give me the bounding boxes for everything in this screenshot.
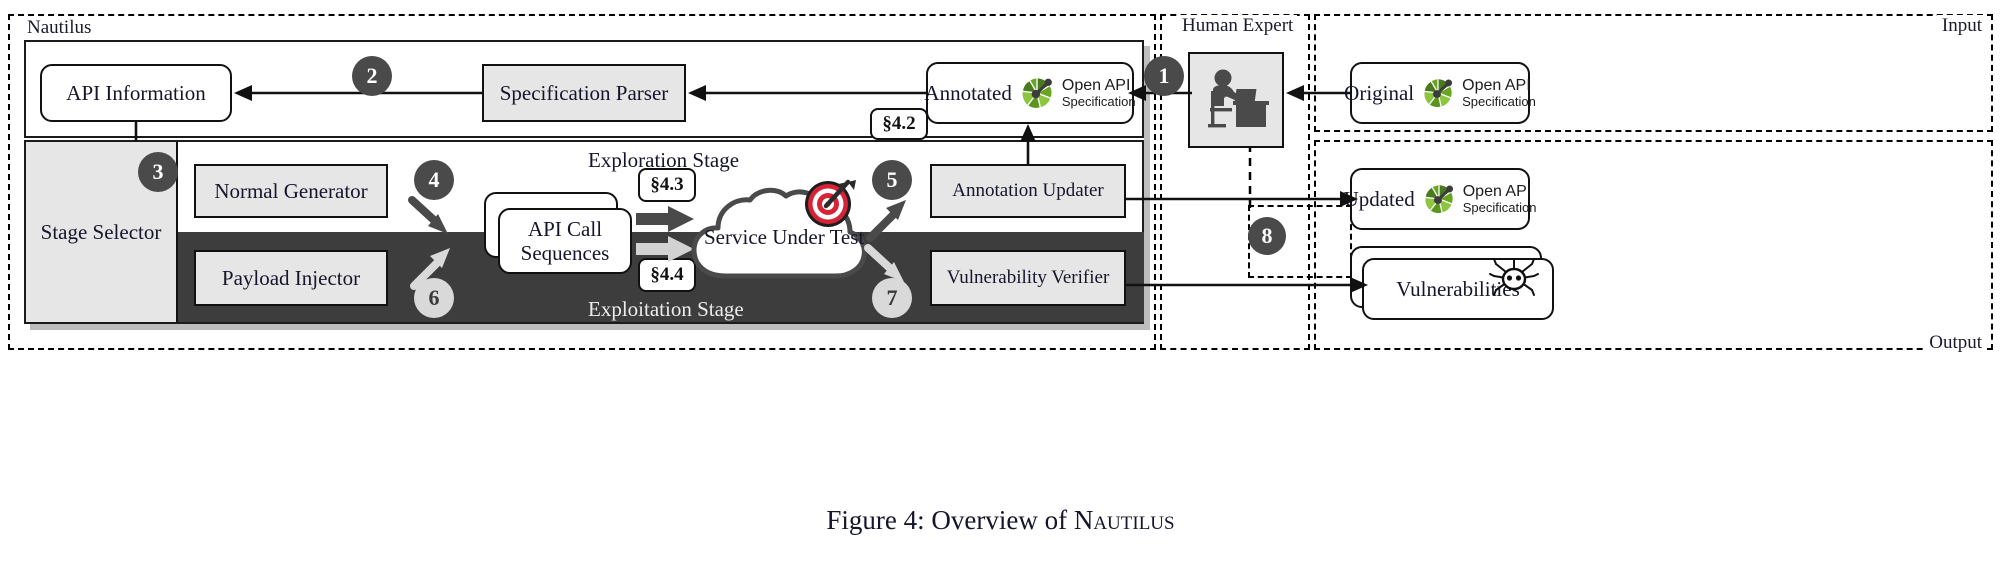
node-updated-openapi-spec[interactable]: Updated Open API Specification bbox=[1344, 168, 1536, 230]
node-specification-parser-label: Specification Parser bbox=[499, 80, 669, 105]
node-annotated-spec-label: Annotated bbox=[924, 80, 1012, 105]
arrow-updater-to-updated-spec bbox=[1126, 191, 1358, 207]
block-arrow-exploitation-to-sut bbox=[636, 236, 694, 262]
node-normal-generator-label: Normal Generator bbox=[214, 178, 368, 203]
badge-5: 5 bbox=[872, 160, 912, 200]
node-annotated-openapi-spec[interactable]: Annotated bbox=[924, 62, 1136, 124]
openapi-swagger-logo-icon bbox=[1022, 78, 1052, 108]
node-vulnerabilities[interactable]: Vulnerabilities bbox=[1362, 258, 1554, 320]
openapi-line-2: Specification bbox=[1462, 199, 1537, 215]
region-input bbox=[1314, 14, 1993, 132]
stage-band-shadow-right bbox=[1144, 46, 1150, 330]
section-tag-4-4: §4.4 bbox=[638, 258, 696, 292]
figure-caption-name: Nautilus bbox=[1073, 505, 1175, 535]
node-normal-generator[interactable]: Normal Generator bbox=[194, 164, 388, 218]
badge-6: 6 bbox=[414, 278, 454, 318]
openapi-swagger-logo-icon bbox=[1424, 79, 1453, 108]
node-stage-selector-label: Stage Selector bbox=[40, 219, 162, 244]
node-original-openapi-spec[interactable]: Original Open API Specification bbox=[1344, 62, 1536, 124]
openapi-logo-text: Open API Specification bbox=[1462, 76, 1536, 109]
openapi-line-1: Open API bbox=[1061, 76, 1131, 94]
badge-3: 3 bbox=[138, 152, 178, 192]
badge-2: 2 bbox=[352, 56, 392, 96]
arrow-annotated-to-parser bbox=[688, 85, 926, 101]
region-input-label: Input bbox=[1936, 15, 1987, 37]
node-api-call-sequences-line-1: API Call bbox=[527, 216, 603, 241]
arrow-step-6 bbox=[410, 248, 450, 290]
arrow-step-7 bbox=[864, 244, 904, 282]
node-api-information[interactable]: API Information bbox=[40, 64, 232, 122]
annotated-spec-content: Annotated bbox=[924, 75, 1136, 111]
region-human-expert-label: Human Expert bbox=[1178, 15, 1298, 37]
node-annotation-updater[interactable]: Annotation Updater bbox=[930, 164, 1126, 218]
region-nautilus-label: Nautilus bbox=[22, 17, 97, 39]
node-specification-parser[interactable]: Specification Parser bbox=[482, 64, 686, 122]
node-service-under-test-label: Service Under Test bbox=[704, 225, 865, 249]
badge-8: 8 bbox=[1248, 217, 1286, 255]
arrow-original-spec-to-expert bbox=[1286, 85, 1356, 101]
figure-caption: Figure 4: Overview of Nautilus bbox=[0, 505, 2001, 536]
spider-bug-icon bbox=[1489, 258, 1539, 296]
openapi-line-2: Specification bbox=[1462, 93, 1536, 109]
node-human-expert[interactable] bbox=[1188, 52, 1284, 148]
node-api-call-sequences-line-2: Sequences bbox=[520, 241, 610, 265]
badge-7: 7 bbox=[872, 278, 912, 318]
node-api-call-sequences[interactable]: API Call Sequences bbox=[498, 208, 632, 274]
bullseye-target-icon bbox=[805, 179, 856, 227]
arrow-step-4 bbox=[408, 196, 448, 234]
section-tag-4-3: §4.3 bbox=[638, 168, 696, 202]
openapi-swagger-logo-icon bbox=[1425, 185, 1453, 214]
section-tag-4-2: §4.2 bbox=[870, 108, 928, 140]
block-arrow-exploration-to-sut bbox=[636, 206, 694, 232]
badge-1: 1 bbox=[1144, 56, 1184, 96]
node-annotation-updater-label: Annotation Updater bbox=[952, 180, 1104, 202]
node-payload-injector-label: Payload Injector bbox=[221, 265, 361, 290]
updated-spec-content: Updated Open API Specification bbox=[1344, 182, 1537, 216]
exploitation-stage-label: Exploitation Stage bbox=[588, 297, 744, 321]
openapi-line-1: Open API bbox=[1462, 182, 1532, 200]
region-output-label: Output bbox=[1924, 332, 1987, 354]
region-output bbox=[1314, 140, 1993, 350]
figure-caption-prefix: Figure 4: Overview of bbox=[826, 505, 1074, 535]
node-vulnerability-verifier[interactable]: Vulnerability Verifier bbox=[930, 250, 1126, 306]
badge-4: 4 bbox=[414, 160, 454, 200]
openapi-line-2: Specification bbox=[1061, 93, 1136, 109]
arrow-verifier-to-vulnerabilities bbox=[1126, 277, 1368, 293]
openapi-line-1: Open API bbox=[1462, 76, 1531, 94]
node-vulnerability-verifier-label: Vulnerability Verifier bbox=[946, 267, 1110, 289]
arrow-updater-to-annotated-spec bbox=[1020, 124, 1036, 164]
node-api-information-label: API Information bbox=[66, 80, 206, 105]
arrow-step-5 bbox=[866, 200, 906, 242]
openapi-logo-text: Open API Specification bbox=[1061, 76, 1136, 109]
person-at-desk-icon bbox=[1208, 69, 1269, 128]
stage-band-shadow-bottom bbox=[30, 324, 1150, 330]
node-original-spec-label: Original bbox=[1344, 80, 1415, 105]
region-nautilus bbox=[8, 14, 1156, 350]
openapi-logo-text: Open API Specification bbox=[1462, 182, 1537, 215]
original-spec-content: Original Open API Specification bbox=[1344, 76, 1536, 110]
node-payload-injector[interactable]: Payload Injector bbox=[194, 250, 388, 306]
